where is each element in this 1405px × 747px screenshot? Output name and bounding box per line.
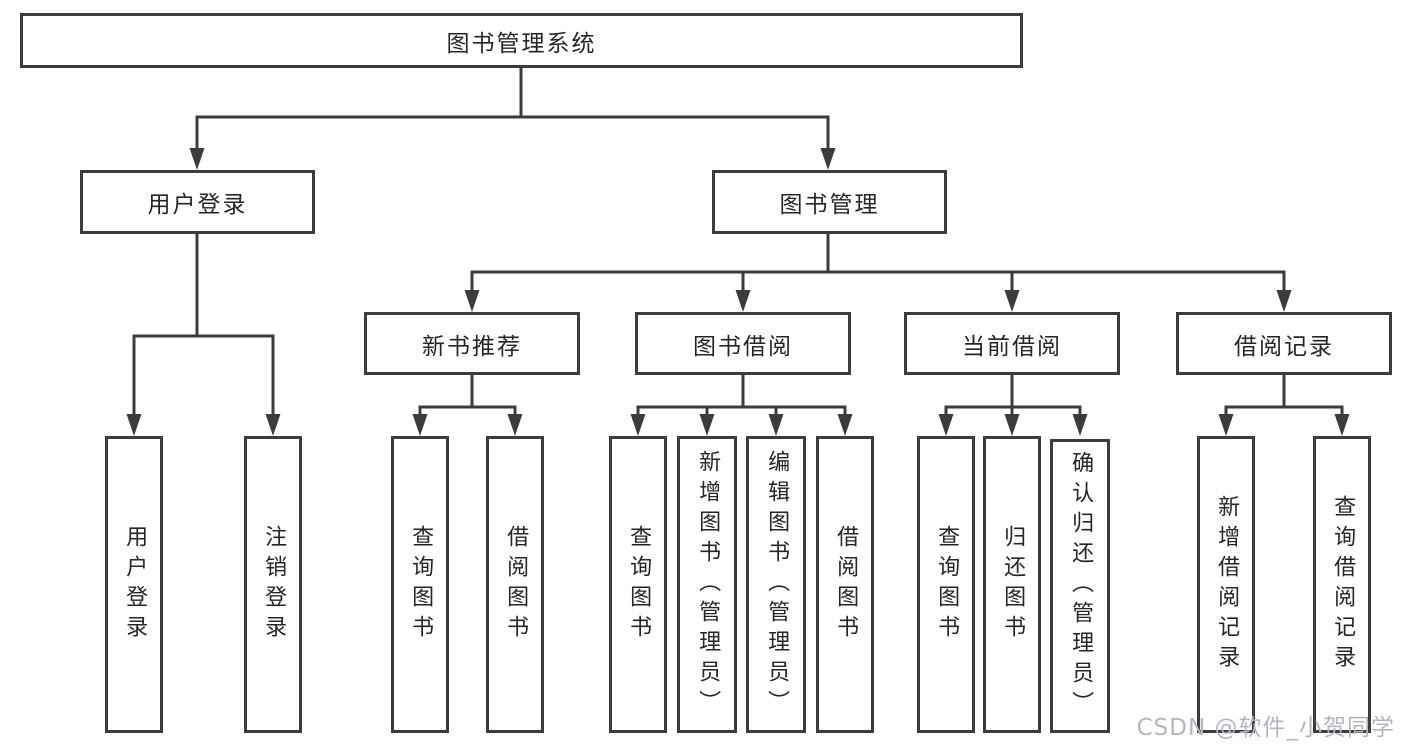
arrowhead [464, 290, 480, 312]
arrowhead [412, 414, 428, 436]
connector-borrow-to-leaves [630, 373, 853, 436]
leaf-borrow-books-2: 借阅图书 [816, 436, 874, 733]
arrowhead [837, 414, 853, 436]
arrowhead [768, 414, 784, 436]
arrowhead [507, 414, 523, 436]
node-new-book-recommend: 新书推荐 [364, 312, 580, 375]
connector-records-to-leaves [1218, 373, 1350, 436]
node-borrowing-records: 借阅记录 [1176, 312, 1392, 375]
arrowhead [1004, 414, 1020, 436]
connector-current-to-leaves [938, 373, 1088, 436]
connector-userlogin-to-leaves [126, 232, 281, 436]
arrowhead [265, 414, 281, 436]
arrowhead [1334, 414, 1350, 436]
arrowhead [1004, 290, 1020, 312]
connector-root-to-level2 [189, 65, 836, 170]
leaf-borrow-books-1: 借阅图书 [486, 436, 544, 733]
arrowhead [735, 290, 751, 312]
leaf-edit-book-admin: 编辑图书（管理员） [746, 436, 806, 733]
arrowhead [1218, 414, 1234, 436]
node-user-login-group: 用户登录 [80, 170, 315, 234]
arrowhead [189, 148, 205, 170]
leaf-return-book: 归还图书 [983, 436, 1041, 733]
leaf-add-borrow-record: 新增借阅记录 [1197, 436, 1255, 733]
connector-newbooks-to-leaves [412, 373, 523, 436]
leaf-user-login: 用户登录 [105, 436, 163, 733]
csdn-watermark: CSDN @软件_小贺同学 [1136, 715, 1395, 741]
leaf-logout: 注销登录 [244, 436, 302, 733]
leaf-query-borrow-record: 查询借阅记录 [1313, 436, 1371, 733]
arrowhead [699, 414, 715, 436]
arrowhead [126, 414, 142, 436]
arrowhead [820, 148, 836, 170]
leaf-query-books-1: 查询图书 [391, 436, 449, 733]
node-book-borrowing: 图书借阅 [635, 312, 851, 375]
leaf-query-books-2: 查询图书 [609, 436, 667, 733]
leaf-add-book-admin: 新增图书（管理员） [677, 436, 737, 733]
leaf-query-books-3: 查询图书 [917, 436, 975, 733]
arrowhead [630, 414, 646, 436]
arrowhead [938, 414, 954, 436]
arrowhead [1072, 414, 1088, 436]
node-book-management: 图书管理 [712, 170, 947, 234]
node-current-borrowing: 当前借阅 [904, 312, 1120, 375]
node-library-management-system: 图书管理系统 [20, 13, 1023, 68]
connector-bookmgmt-to-level3 [464, 232, 1292, 312]
arrowhead [1276, 290, 1292, 312]
leaf-confirm-return-admin: 确认归还（管理员） [1050, 439, 1110, 733]
